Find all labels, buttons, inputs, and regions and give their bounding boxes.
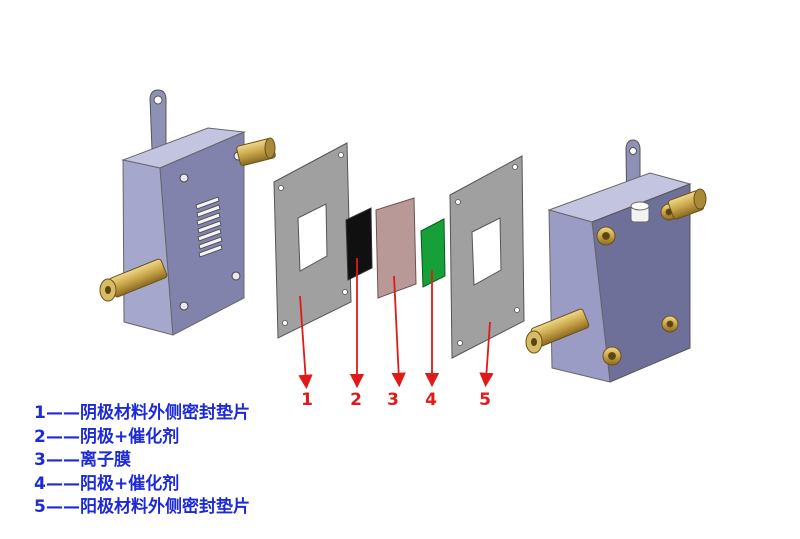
gasket-5: [449, 155, 525, 359]
ion-membrane-3: [375, 197, 417, 299]
pointer-arrows: [298, 258, 494, 390]
arrow-1: [298, 295, 313, 390]
brass-fitting-left-block-rear: [236, 137, 276, 166]
label-5: 5: [479, 390, 491, 410]
legend-item-5: 5——阳极材料外侧密封垫片: [34, 497, 250, 517]
right-end-block: [525, 139, 707, 383]
brass-fitting-left-block-front: [99, 258, 168, 302]
legend-item-2: 2——阴极+催化剂: [34, 426, 180, 447]
anode-plate-4: [420, 218, 446, 288]
label-2: 2: [350, 390, 362, 410]
vent-slots: [195, 196, 223, 258]
parts-legend: 1——阴极材料外侧密封垫片 2——阴极+催化剂 3——离子膜 4——阳极+催化剂…: [34, 402, 364, 520]
legend-item-4: 4——阳极+催化剂: [34, 473, 180, 494]
label-4: 4: [425, 390, 437, 410]
label-1: 1: [301, 390, 313, 410]
arrow-3: [391, 275, 406, 388]
legend-item-3: 3——离子膜: [34, 450, 131, 470]
arrow-5: [479, 321, 494, 388]
gasket-1: [273, 142, 352, 339]
brass-fitting-right-block-rear: [667, 188, 707, 220]
legend-item-1: 1——阴极材料外侧密封垫片: [34, 403, 250, 423]
left-block-tab: [149, 89, 167, 151]
label-3: 3: [387, 390, 399, 410]
brass-fitting-right-block-front: [525, 308, 590, 354]
left-end-block: [99, 89, 276, 336]
cathode-plate-2: [345, 207, 373, 281]
